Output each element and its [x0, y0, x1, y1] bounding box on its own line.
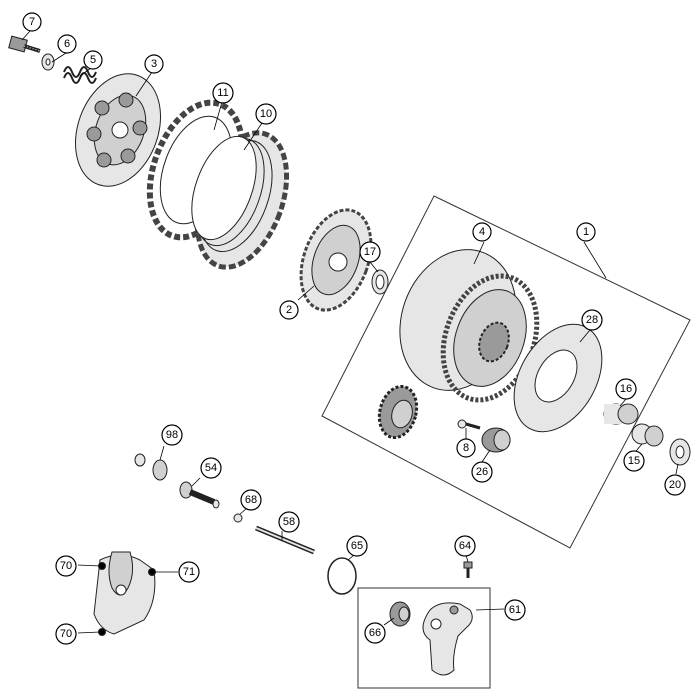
- leader-lines: [21, 30, 679, 634]
- part-screw: [457, 419, 481, 430]
- callout-66-label: 66: [369, 627, 381, 639]
- callout-5-label: 5: [90, 54, 96, 66]
- callout-70-bottom-label: 70: [60, 628, 72, 640]
- callout-64-label: 64: [459, 540, 471, 552]
- callout-11: 11: [212, 82, 234, 104]
- part-slave-cylinder: [422, 602, 473, 676]
- callout-61: 61: [504, 599, 526, 621]
- callout-4-label: 4: [479, 226, 485, 238]
- part-outer-clutch-basket: [399, 249, 540, 403]
- callout-70-top: 70: [55, 555, 77, 577]
- callout-16-label: 16: [620, 383, 632, 395]
- callout-10-label: 10: [260, 108, 272, 120]
- callout-70-bottom: 70: [55, 623, 77, 645]
- callout-16: 16: [615, 378, 637, 400]
- callout-6: 6: [57, 34, 77, 54]
- callout-58: 58: [278, 511, 300, 533]
- callout-68-label: 68: [245, 494, 257, 506]
- part-steel-disc-stack: [191, 130, 290, 270]
- callout-26-label: 26: [476, 466, 488, 478]
- callout-61-label: 61: [509, 604, 521, 616]
- callout-10: 10: [255, 103, 277, 125]
- callout-1: 1: [576, 222, 596, 242]
- part-bolt: [8, 35, 41, 53]
- part-pushrod: [255, 525, 315, 555]
- callout-3: 3: [144, 54, 164, 74]
- part-inner-clutch-hub: [299, 208, 373, 312]
- callout-8-label: 8: [463, 442, 469, 454]
- part-push-piece: [179, 481, 220, 509]
- part-drive-gear: [377, 384, 419, 440]
- callout-3-label: 3: [151, 58, 157, 70]
- callout-15-label: 15: [628, 455, 640, 467]
- callout-65: 65: [346, 535, 368, 557]
- group-frame-slave-cylinder: [357, 587, 491, 689]
- part-washer: [41, 53, 55, 71]
- callout-54: 54: [200, 457, 222, 479]
- callout-2-label: 2: [286, 304, 292, 316]
- part-spring: [63, 66, 97, 84]
- part-end-washer: [669, 438, 691, 466]
- callout-20: 20: [664, 474, 686, 496]
- part-collar: [481, 427, 511, 453]
- callout-20-label: 20: [669, 479, 681, 491]
- callout-65-label: 65: [351, 540, 363, 552]
- callout-6-label: 6: [64, 38, 70, 50]
- callout-71-label: 71: [183, 566, 195, 578]
- callout-5: 5: [83, 50, 103, 70]
- callout-98: 98: [161, 424, 183, 446]
- callout-68: 68: [240, 489, 262, 511]
- part-pressure-plate: [74, 73, 162, 187]
- part-ball: [233, 513, 243, 523]
- part-seal: [389, 601, 411, 627]
- callout-2: 2: [279, 300, 299, 320]
- callout-7: 7: [22, 12, 42, 32]
- callout-66: 66: [364, 622, 386, 644]
- callout-70-top-label: 70: [60, 560, 72, 572]
- callout-28: 28: [581, 309, 603, 331]
- part-cylinder-cover: [93, 551, 156, 636]
- part-small-washer: [134, 453, 168, 481]
- part-thrust-washer: [371, 269, 389, 295]
- callout-98-label: 98: [166, 429, 178, 441]
- callout-28-label: 28: [586, 314, 598, 326]
- callout-7-label: 7: [29, 16, 35, 28]
- callout-54-label: 54: [205, 462, 217, 474]
- callout-4: 4: [472, 222, 492, 242]
- group-frame-outer-basket: [321, 195, 691, 549]
- callout-11-label: 11: [217, 87, 228, 99]
- callout-1-label: 1: [583, 226, 589, 238]
- part-bushing: [603, 403, 639, 425]
- callout-64: 64: [454, 535, 476, 557]
- callout-17-label: 17: [364, 246, 376, 258]
- part-o-ring: [327, 557, 357, 595]
- callout-17: 17: [359, 241, 381, 263]
- part-bleed-screw: [463, 561, 473, 578]
- callout-58-label: 58: [283, 516, 295, 528]
- part-ring-plate: [513, 323, 603, 433]
- part-sleeve: [631, 423, 664, 447]
- callout-71: 71: [178, 561, 200, 583]
- callout-26: 26: [471, 461, 493, 483]
- callout-15: 15: [623, 450, 645, 472]
- callout-8: 8: [456, 438, 476, 458]
